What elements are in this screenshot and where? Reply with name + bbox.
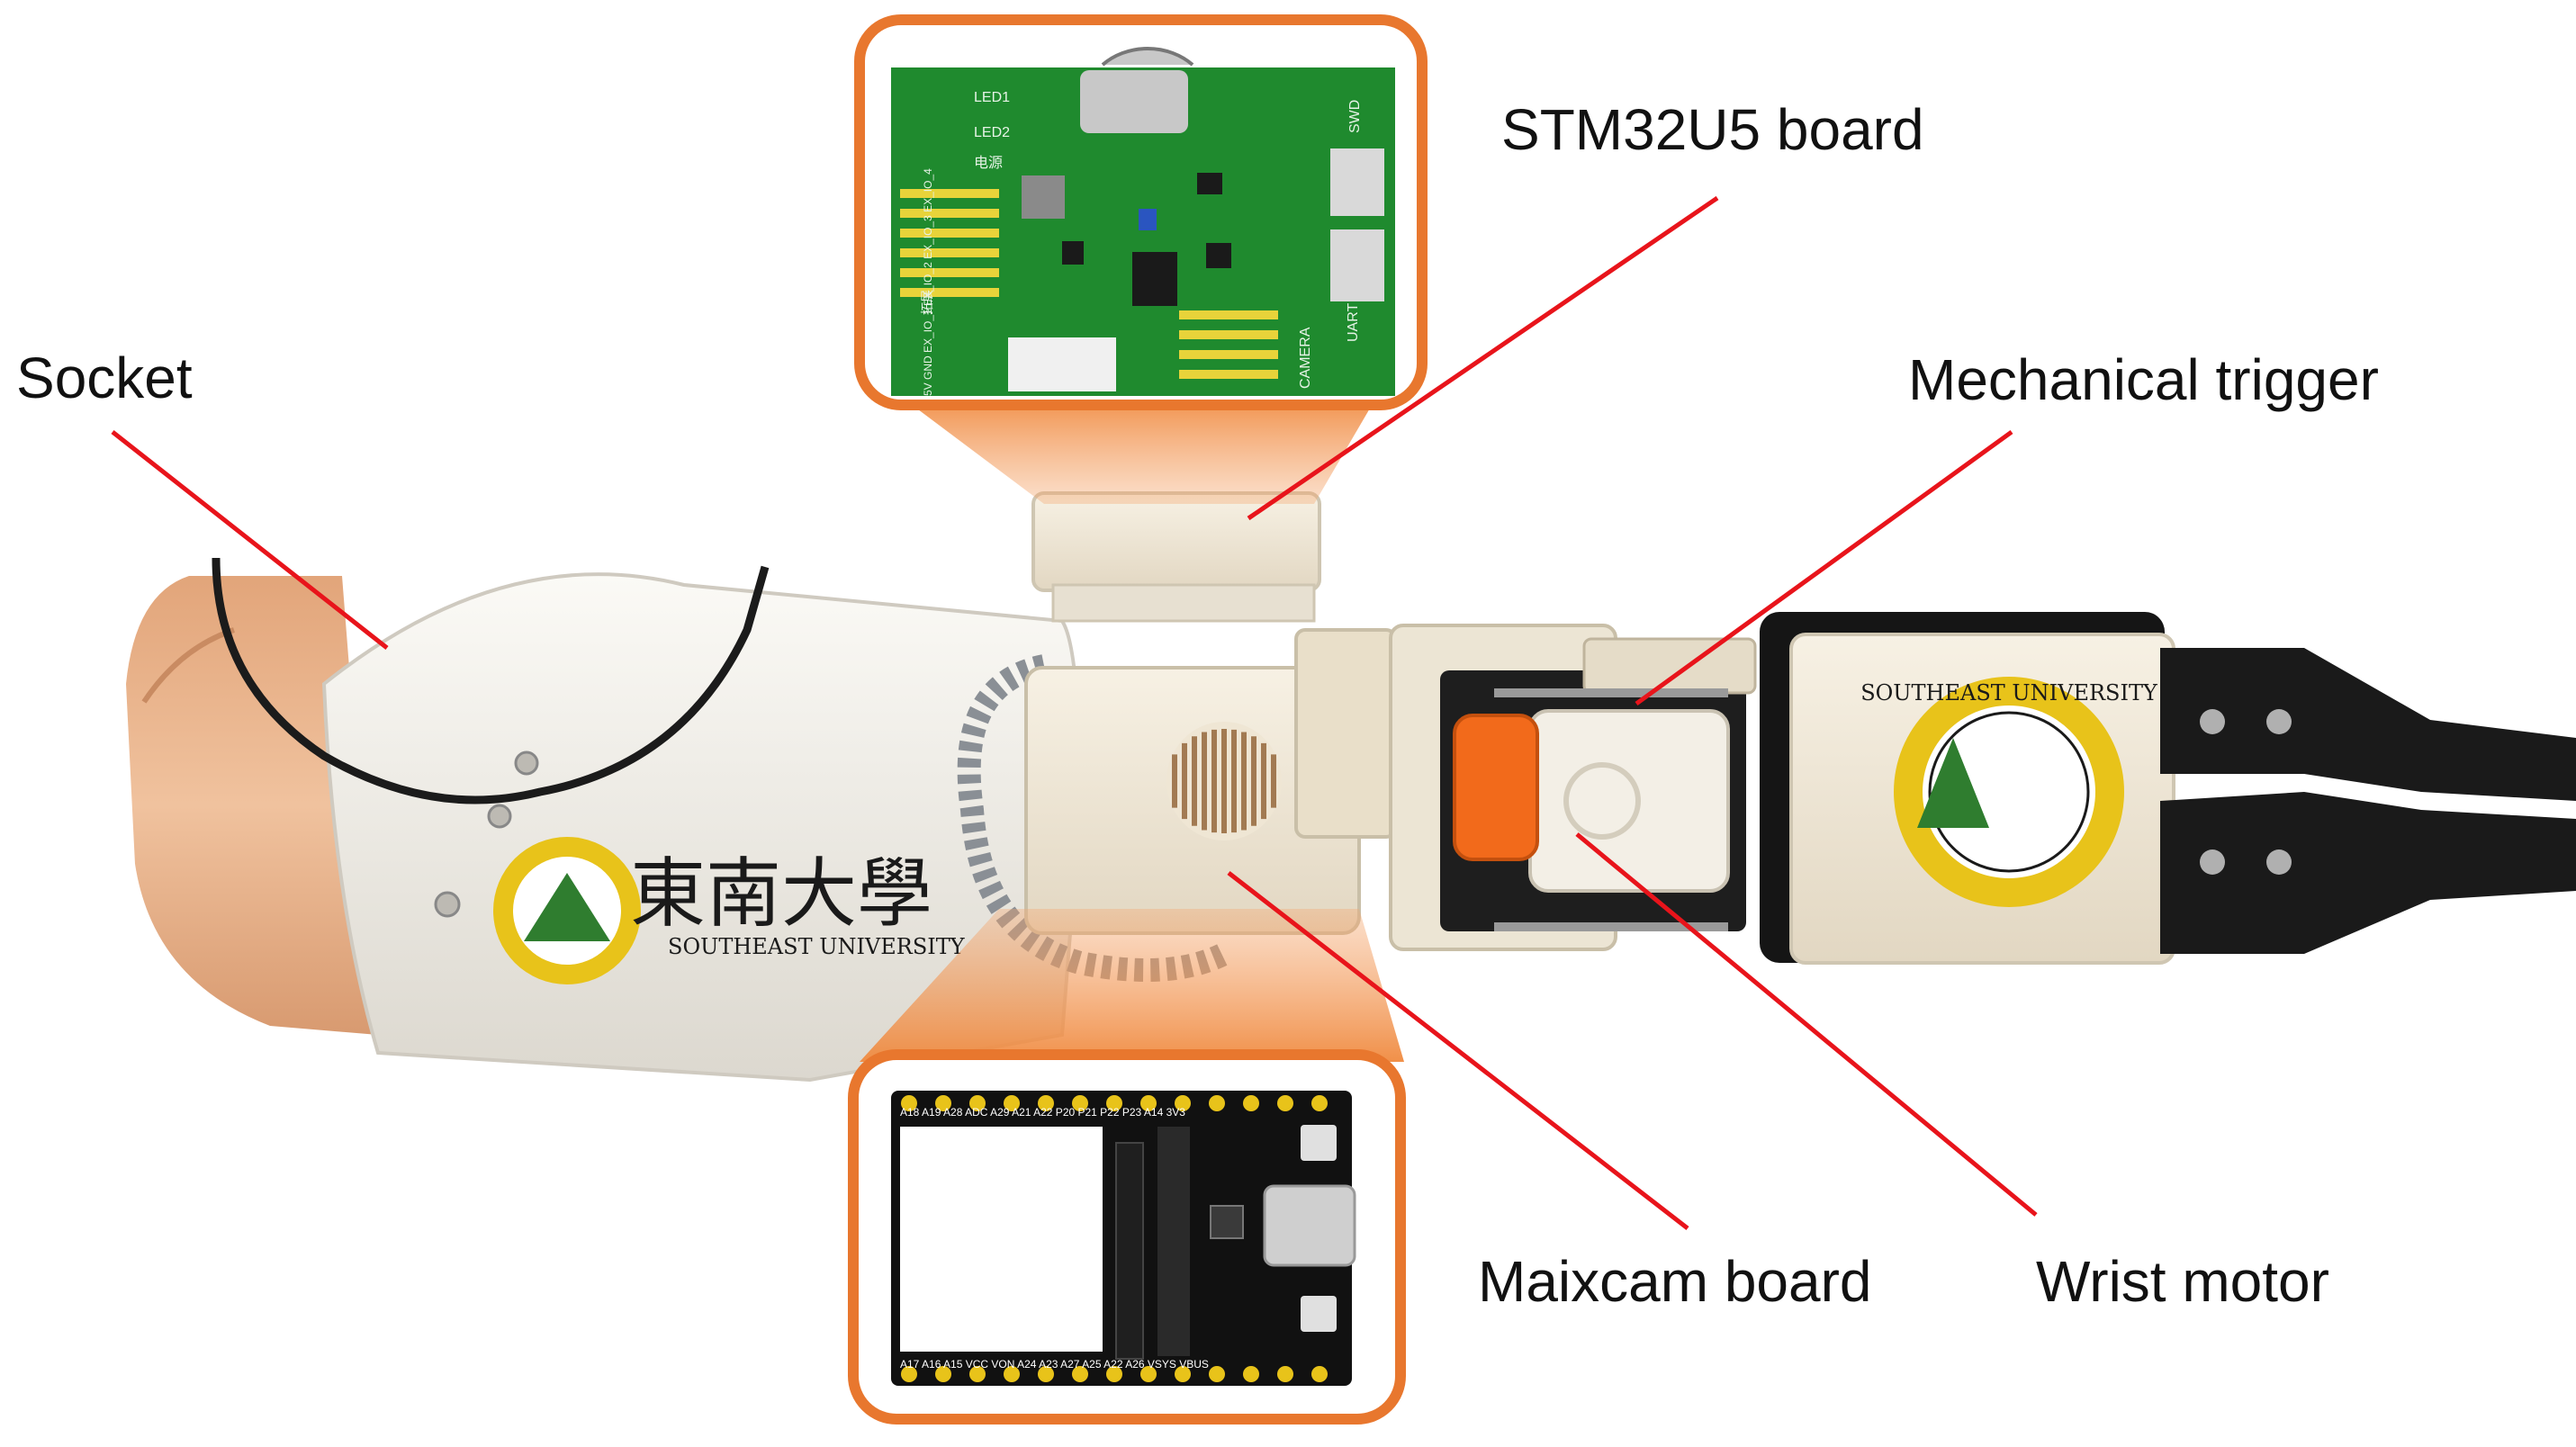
label-maixcam-board: Maixcam board bbox=[1478, 1249, 1872, 1314]
screw-icon bbox=[514, 750, 539, 776]
leader-lines bbox=[111, 195, 2038, 1230]
pcb-header-cn-text: 拓展 bbox=[921, 290, 935, 315]
leader-wrist bbox=[1575, 832, 2038, 1217]
label-mechanical-trigger: Mechanical trigger bbox=[1908, 347, 2379, 412]
pcb-pins-top-text: A18 A19 A28 ADC A29 A21 A22 P20 P21 P22 … bbox=[900, 1106, 1185, 1119]
pcb-power-text: 电源 bbox=[974, 154, 1003, 171]
wrist-motor bbox=[1528, 709, 1730, 893]
leader-stm32 bbox=[1247, 195, 1719, 521]
stm32-pcb-callout: LED1 LED2 电源 SWD UART CAMERA 5V bbox=[854, 14, 1428, 410]
university-logo-shell: 東南大學 SOUTHEAST UNIVERSITY bbox=[493, 837, 966, 984]
pcb-led2-text: LED2 bbox=[974, 125, 1010, 140]
yellow-pads-left bbox=[900, 189, 999, 297]
screw-icon bbox=[434, 891, 461, 918]
pcb-uart-text: UART bbox=[1346, 303, 1361, 342]
label-stm32-board: STM32U5 board bbox=[1501, 97, 1924, 162]
hand-logo-en-text: SOUTHEAST UNIVERSITY bbox=[1860, 680, 2158, 706]
screw-icon bbox=[487, 804, 512, 829]
logo-en-text: SOUTHEAST UNIVERSITY bbox=[668, 934, 966, 959]
pcb-pins-text: 5V GND EX_IO_1 EX_IO_2 EX_IO_3 EX_IO_4 bbox=[922, 168, 934, 396]
label-wrist-motor: Wrist motor bbox=[2036, 1249, 2329, 1314]
cable bbox=[212, 557, 770, 804]
stm32-enclosure bbox=[1031, 491, 1321, 592]
callout-beam-bottom bbox=[860, 909, 1404, 1062]
usb-c-port-icon bbox=[1263, 1184, 1356, 1267]
pcb-led1-text: LED1 bbox=[974, 90, 1010, 105]
callout-beam-top bbox=[900, 396, 1377, 504]
stm32-enclosure-base bbox=[1051, 583, 1316, 623]
yellow-pads-camera bbox=[1179, 310, 1278, 379]
speaker-grille-icon bbox=[1166, 722, 1282, 840]
leader-trigger bbox=[1635, 429, 2013, 706]
pin-holes-bottom bbox=[901, 1366, 1328, 1382]
maixcam-pcb-callout: A18 A19 A28 ADC A29 A21 A22 P20 P21 P22 … bbox=[848, 1049, 1406, 1425]
mechanical-trigger-pad bbox=[1453, 714, 1539, 861]
wrist-frame bbox=[1389, 624, 1757, 951]
gripper bbox=[2160, 648, 2576, 954]
pin-holes-top bbox=[901, 1095, 1328, 1111]
pcb-swd-text: SWD bbox=[1347, 100, 1363, 133]
hand-block: SOUTHEAST UNIVERSITY bbox=[1760, 612, 2175, 965]
label-socket: Socket bbox=[16, 346, 193, 410]
socket bbox=[126, 576, 378, 1035]
logo-cn-text: 東南大學 bbox=[630, 849, 932, 938]
maixcam-enclosure bbox=[1024, 628, 1397, 935]
pcb-pins-bottom-text: A17 A16 A15 VCC VON A24 A23 A27 A25 A22 … bbox=[900, 1358, 1209, 1371]
leader-maixcam bbox=[1227, 871, 1689, 1230]
leader-socket bbox=[111, 430, 389, 650]
pcb-camera-text: CAMERA bbox=[1298, 327, 1313, 389]
